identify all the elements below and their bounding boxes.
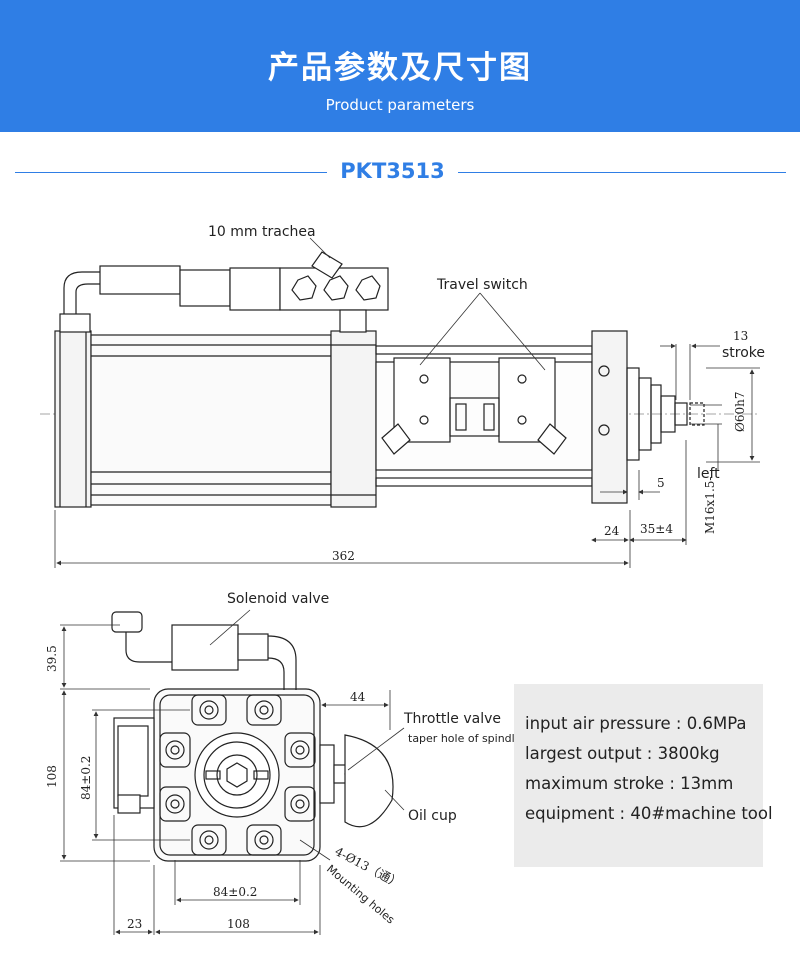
dim-362: 362 xyxy=(332,549,355,563)
dim-39-5: 39.5 xyxy=(45,645,59,672)
dim-spindle: Ø60h7 xyxy=(733,392,747,432)
front-view xyxy=(111,611,394,862)
page-title: 产品参数及尺寸图 xyxy=(268,50,532,86)
label-travel-switch: Travel switch xyxy=(436,277,528,293)
label-oil-cup: Oil cup xyxy=(408,808,457,824)
model-name: PKT3513 xyxy=(340,159,445,183)
dim-84-vertical: 84±0.2 xyxy=(79,756,93,800)
dim-stroke: 13 xyxy=(733,329,748,343)
side-view-text: 10 mm trachea Travel switch 13 stroke Ø6… xyxy=(208,224,765,563)
model-heading: PKT3513 xyxy=(0,155,800,191)
side-view xyxy=(40,251,760,508)
side-dimensions xyxy=(54,237,760,568)
header-banner: 产品参数及尺寸图 Product parameters xyxy=(0,0,800,132)
param-row: maximum stroke : 13mm xyxy=(525,774,734,793)
dim-24: 24 xyxy=(604,524,620,538)
dim-thread: M16x1.5- xyxy=(703,477,717,534)
dim-108-horizontal: 108 xyxy=(227,917,250,931)
dim-23: 23 xyxy=(127,917,142,931)
label-throttle: Throttle valve xyxy=(403,711,501,727)
front-dimensions xyxy=(60,609,405,935)
label-taper: taper hole of spindle xyxy=(408,732,522,745)
param-row: largest output : 3800kg xyxy=(525,744,720,763)
page-subtitle: Product parameters xyxy=(325,96,475,114)
dim-5: 5 xyxy=(657,476,665,490)
param-row: input air pressure : 0.6MPa xyxy=(525,714,747,733)
label-solenoid: Solenoid valve xyxy=(227,591,329,607)
dim-35: 35±4 xyxy=(640,522,673,536)
label-stroke: stroke xyxy=(722,345,765,361)
dim-44: 44 xyxy=(350,690,366,704)
dim-108-vertical: 108 xyxy=(45,765,59,788)
label-left: left xyxy=(697,466,720,482)
label-trachea: 10 mm trachea xyxy=(208,224,316,240)
parameter-panel: input air pressure : 0.6MPa largest outp… xyxy=(514,684,773,867)
divider-left xyxy=(15,172,327,173)
dim-84-horizontal: 84±0.2 xyxy=(213,885,257,899)
param-row: equipment : 40#machine tool xyxy=(525,804,773,823)
divider-right xyxy=(458,172,786,173)
